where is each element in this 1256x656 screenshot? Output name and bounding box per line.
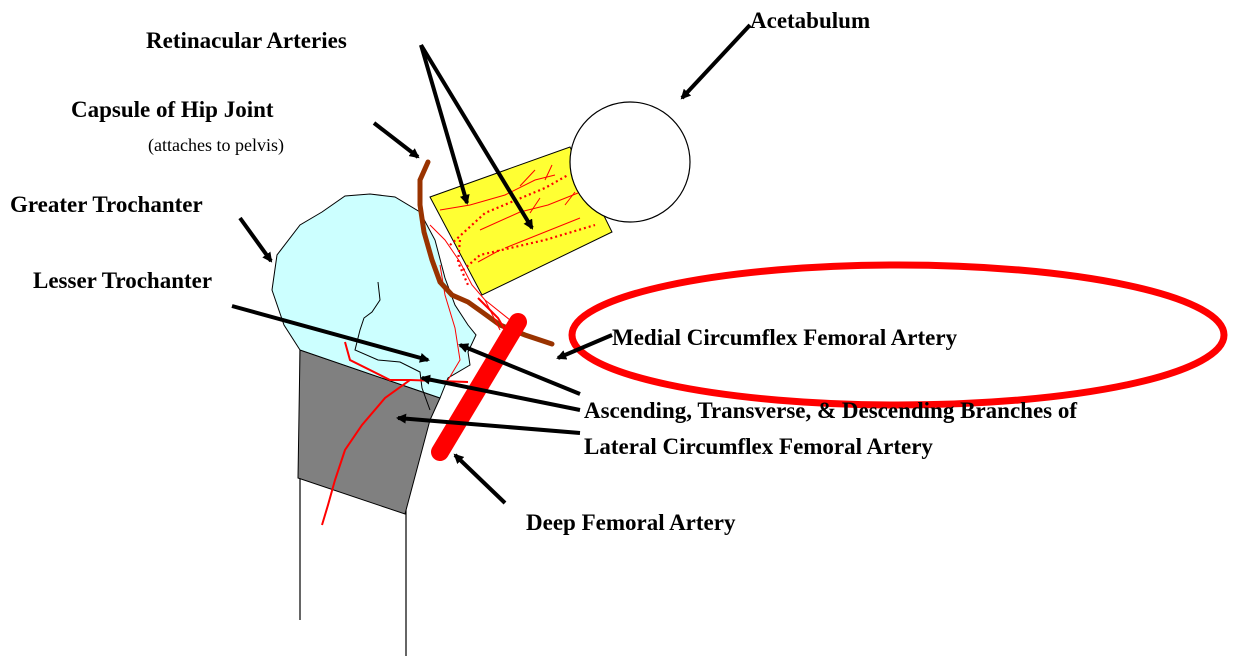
acetabulum-label: Acetabulum — [750, 8, 870, 33]
lesser-trochanter-label: Lesser Trochanter — [33, 268, 212, 293]
femoral-head — [570, 102, 690, 222]
capsule-label: Capsule of Hip Joint — [71, 97, 274, 122]
retinacular-arteries-label: Retinacular Arteries — [146, 28, 347, 53]
arrow-acetabulum — [682, 25, 750, 98]
capsule-note: (attaches to pelvis) — [148, 135, 284, 156]
arrow-retinacular-1 — [421, 45, 467, 203]
medial-circumflex-label: Medial Circumflex Femoral Artery — [612, 325, 958, 350]
arrow-greater-trochanter — [240, 218, 271, 261]
arrow-capsule — [374, 123, 418, 157]
lateral-branches-label-line2: Lateral Circumflex Femoral Artery — [584, 434, 933, 459]
lateral-branches-label-line1: Ascending, Transverse, & Descending Bran… — [584, 398, 1077, 423]
greater-trochanter-label: Greater Trochanter — [10, 192, 203, 217]
deep-femoral-label: Deep Femoral Artery — [526, 510, 736, 535]
arrow-deep-femoral — [455, 455, 505, 503]
